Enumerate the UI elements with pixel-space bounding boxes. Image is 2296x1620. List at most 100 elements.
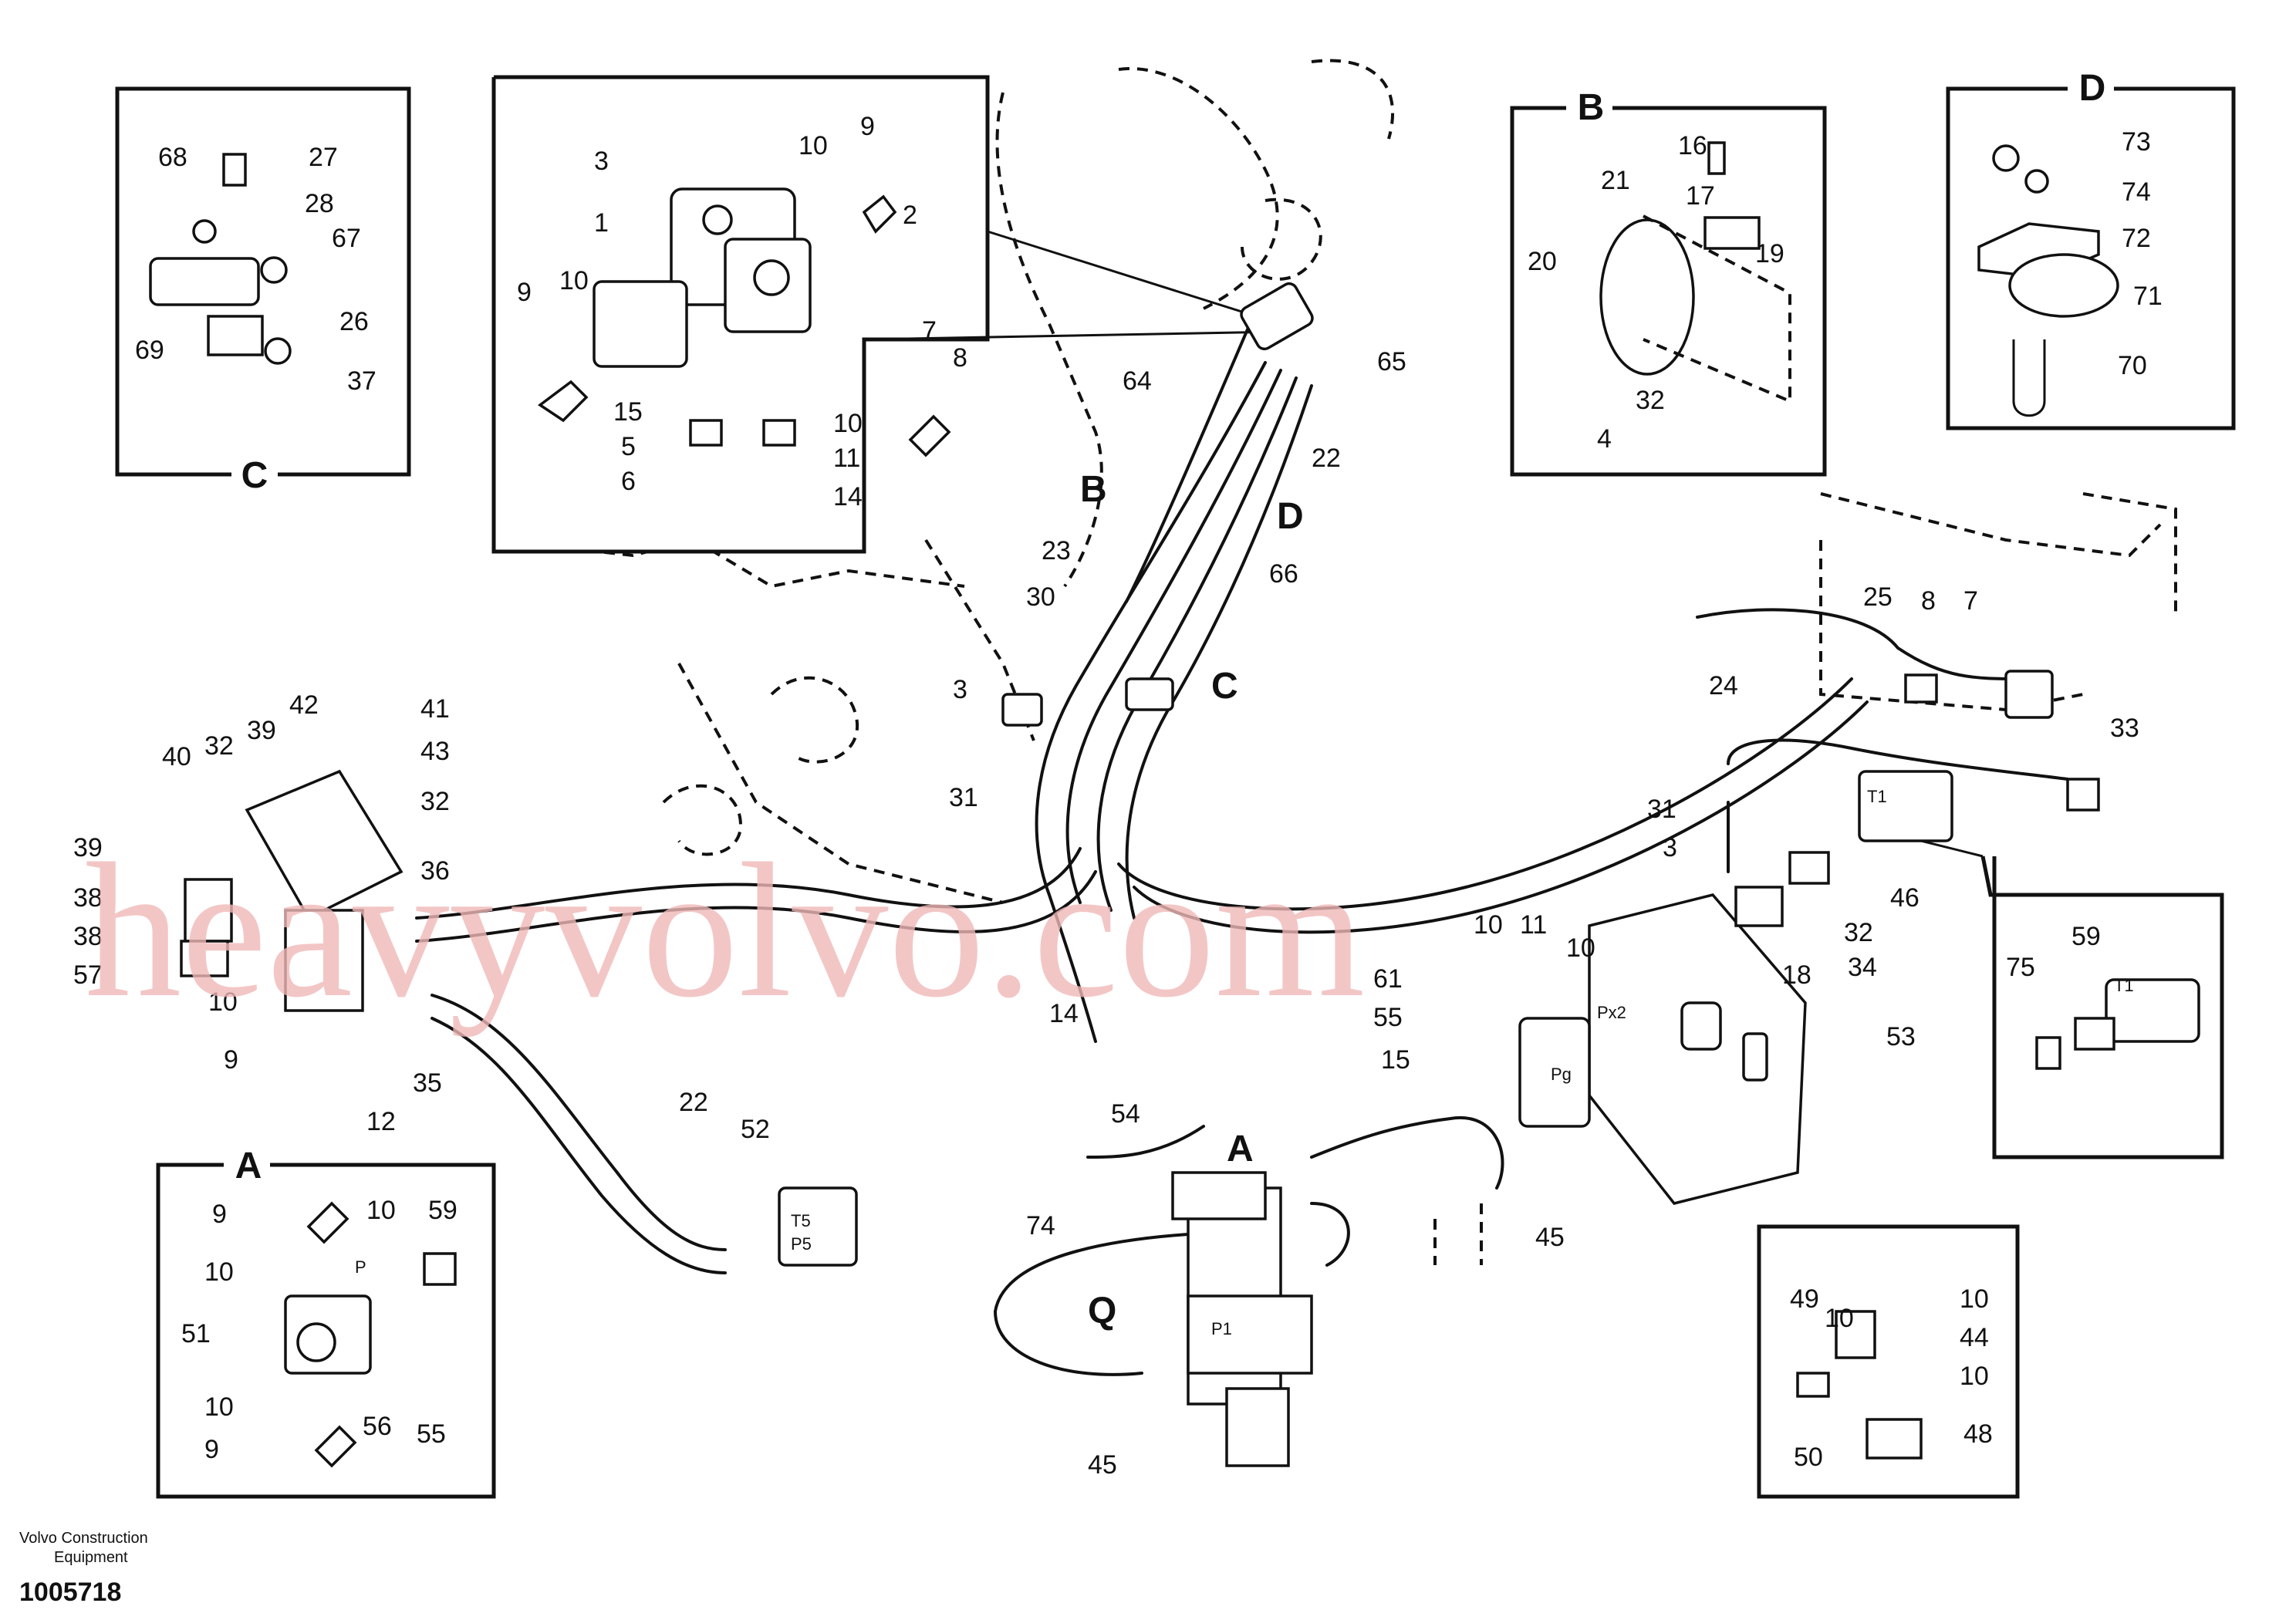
pedal-assembly	[180, 769, 403, 1012]
svg-text:P1: P1	[1211, 1319, 1232, 1338]
marker-B: B	[1080, 469, 1107, 510]
callout-47b: 45	[1088, 1450, 1117, 1480]
callout-10: 10	[799, 131, 828, 160]
callout-10e: 10	[1566, 933, 1595, 963]
callout-19: 19	[1755, 239, 1784, 268]
callout-41b: 39	[73, 833, 103, 862]
callout-10b: 10	[559, 266, 589, 295]
callout-28: 27	[309, 143, 338, 172]
callout-20: 20	[1528, 247, 1557, 276]
callout-8b: 8	[1921, 586, 1936, 616]
callout-40: 38	[73, 883, 103, 913]
inset-main-valve	[491, 75, 1281, 554]
company-line-2: Equipment	[54, 1549, 128, 1566]
callout-42: 40	[162, 742, 191, 771]
callout-1: 1	[594, 208, 609, 238]
callout-10j: 10	[1960, 1284, 1989, 1314]
callout-10d: 10	[1474, 910, 1503, 940]
solenoid-valve-bracket: P1	[1171, 1171, 1313, 1467]
callout-27: 26	[339, 307, 369, 336]
callout-61: 59	[2071, 922, 2101, 951]
inset-label-C: C	[241, 455, 268, 496]
callout-43: 41	[420, 694, 450, 724]
svg-text:T1: T1	[2114, 976, 2134, 995]
callout-57: 55	[417, 1419, 446, 1449]
callout-51: 50	[1794, 1443, 1823, 1472]
inset-C: C	[115, 86, 411, 496]
right-fittings: T1	[1734, 670, 2100, 927]
callout-39: 37	[347, 366, 376, 396]
callout-33: 31	[1647, 795, 1676, 824]
callout-41: 39	[247, 716, 276, 745]
marker-C: C	[1211, 666, 1238, 707]
callout-9b: 9	[517, 278, 532, 307]
inset-lower-right	[1757, 1224, 2020, 1499]
callout-68: 69	[135, 336, 164, 365]
marker-Q: Q	[1088, 1291, 1116, 1331]
marker-A: A	[1227, 1129, 1254, 1169]
callout-66: 67	[332, 224, 361, 253]
callout-3b: 3	[953, 675, 967, 704]
callout-5: 5	[621, 432, 636, 461]
callout-11: 11	[833, 444, 860, 473]
callout-72: 73	[2122, 127, 2151, 157]
callout-17: 17	[1686, 181, 1715, 211]
callout-3: 3	[594, 147, 609, 176]
callout-58: 56	[363, 1412, 392, 1441]
inset-T1	[1889, 832, 2224, 1159]
hose-lines	[415, 322, 2069, 1376]
callout-26: 25	[1863, 582, 1893, 612]
callout-22: 22	[679, 1088, 708, 1117]
callout-29: 28	[305, 189, 334, 218]
callout-32b: 32	[204, 731, 234, 761]
callout-23: 22	[1312, 444, 1341, 473]
inset-label-D: D	[2079, 68, 2106, 109]
callout-15b: 15	[1381, 1045, 1410, 1075]
svg-text:T5: T5	[791, 1211, 811, 1230]
callout-52: 51	[181, 1319, 211, 1348]
callout-30: 30	[1026, 582, 1055, 612]
callout-9: 9	[860, 112, 875, 141]
callout-10g: 10	[366, 1196, 396, 1225]
callout-40b: 38	[73, 922, 103, 951]
callout-36: 34	[1848, 953, 1877, 982]
callout-14b: 14	[1049, 999, 1079, 1028]
callout-34: 32	[1844, 918, 1873, 947]
connector-block: T5 P5	[778, 1186, 858, 1267]
callout-63: 65	[1377, 347, 1406, 376]
inset-label-A: A	[235, 1146, 262, 1186]
svg-text:T1: T1	[1867, 787, 1887, 806]
callout-54: 53	[1886, 1022, 1916, 1051]
callout-53: 52	[741, 1115, 770, 1144]
callout-8: 8	[953, 343, 967, 373]
callout-7: 7	[922, 316, 937, 346]
callout-10c: 10	[833, 409, 863, 438]
callout-10i: 10	[204, 1392, 234, 1422]
callout-32: 32	[1636, 386, 1665, 415]
callout-64: 66	[1269, 559, 1298, 589]
part-callouts: 68 27 28 67 26 69 37 3 1 10 9 2 9 10 7 8…	[73, 112, 2163, 1480]
callout-9e: 9	[204, 1435, 219, 1464]
callout-24: 23	[1042, 536, 1071, 565]
callout-16: 16	[1678, 131, 1707, 160]
callout-62: 61	[1373, 964, 1403, 994]
callout-37: 35	[413, 1068, 442, 1098]
inset-B: B	[1510, 85, 1827, 477]
callout-61b: 59	[428, 1196, 458, 1225]
callout-44: 42	[289, 690, 319, 720]
callout-46: 44	[1960, 1323, 1989, 1352]
callout-69: 70	[2118, 351, 2147, 380]
callout-10h: 10	[204, 1257, 234, 1287]
callout-31: 31	[949, 783, 978, 812]
callout-3c: 3	[1663, 833, 1677, 862]
callout-70: 71	[2133, 282, 2163, 311]
callout-50: 49	[1790, 1284, 1819, 1314]
callout-47: 45	[1535, 1223, 1565, 1252]
callout-9d: 9	[212, 1200, 227, 1229]
callout-4: 4	[1597, 424, 1612, 454]
svg-text:Pg: Pg	[1551, 1065, 1572, 1084]
svg-text:P: P	[355, 1257, 366, 1277]
callout-10k: 10	[1960, 1362, 1989, 1391]
callout-14: 14	[833, 482, 863, 511]
